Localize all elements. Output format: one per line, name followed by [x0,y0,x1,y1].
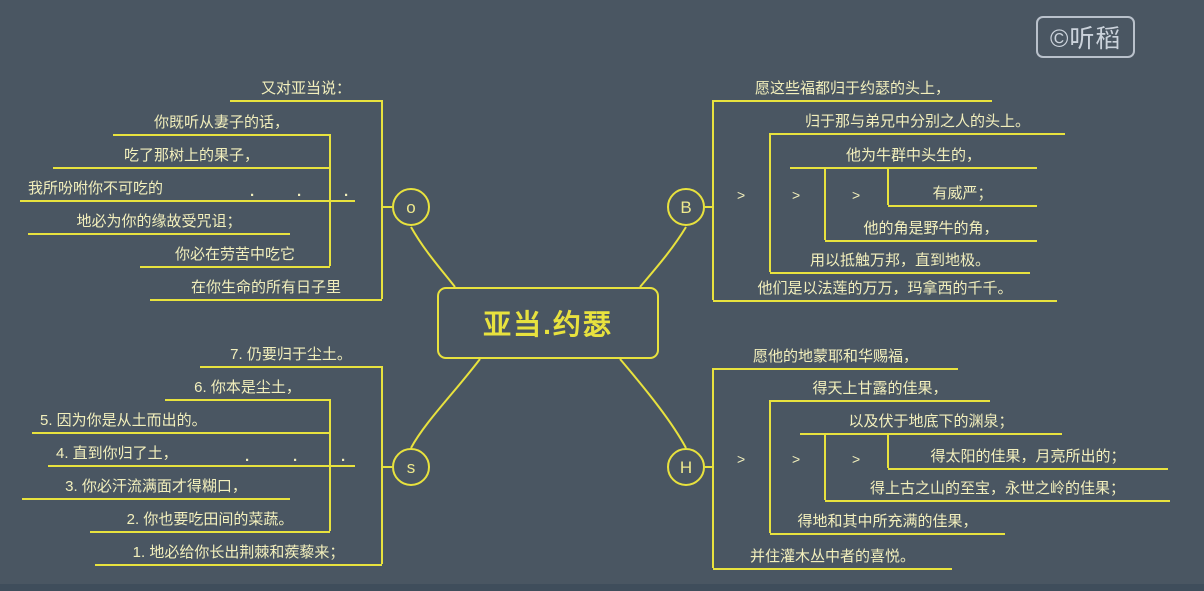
tr-collapse-chevron-3[interactable]: > [852,187,861,203]
topic-tl-5[interactable]: 地必为你的缘故受咒诅； [28,207,290,235]
curve-to-B [639,226,687,288]
branch-node-s[interactable]: s [392,448,430,486]
topic-tr-7[interactable]: 他们是以法莲的万万，玛拿西的千千。 [713,274,1057,302]
branch-node-B[interactable]: B [667,188,705,226]
topic-br-2[interactable]: 得天上甘露的佳果， [770,374,990,402]
bl-collapse-dot-2[interactable]: . [293,448,298,465]
br-collapse-chevron-3[interactable]: > [852,451,861,467]
branch-node-B-label: B [680,197,692,217]
topic-tr-4[interactable]: 有威严； [888,179,1037,207]
watermark-text: ©听稻 [1050,25,1122,53]
branch-node-s-label: s [406,457,416,477]
topic-br-3[interactable]: 以及伏于地底下的渊泉； [800,407,1062,435]
topic-tr-2[interactable]: 归于那与弟兄中分别之人的头上。 [770,107,1065,135]
topic-tl-4[interactable]: 我所吩咐你不可吃的 [20,174,355,202]
curve-to-o [410,226,456,288]
topic-bl-2[interactable]: 6. 你本是尘土， [165,373,330,401]
topic-bl-6[interactable]: 2. 你也要吃田间的菜蔬。 [90,505,330,533]
central-topic-title: 亚当.约瑟 [483,309,613,340]
topic-tl-2[interactable]: 你既听从妻子的话， [113,108,330,136]
topic-tl-1[interactable]: 又对亚当说： [230,74,382,102]
branch-node-H-label: H [679,457,693,477]
tr-collapse-chevron-2[interactable]: > [792,187,801,203]
topic-bl-3[interactable]: 5. 因为你是从土而出的。 [32,406,330,434]
central-topic[interactable]: 亚当.约瑟 [437,287,659,359]
topic-tr-5[interactable]: 他的角是野牛的角， [825,214,1037,242]
topic-bl-5[interactable]: 3. 你必汗流满面才得糊口， [22,472,290,500]
topic-br-4[interactable]: 得太阳的佳果，月亮所出的； [888,442,1168,470]
curve-to-s [410,358,481,449]
tl-collapse-dot-1[interactable]: . [250,183,255,200]
br-collapse-chevron-1[interactable]: > [737,451,746,467]
tl-collapse-dot-3[interactable]: . [344,183,349,200]
topic-tr-1[interactable]: 愿这些福都归于约瑟的头上， [713,74,992,102]
window-bottom-edge [0,584,1204,591]
topic-bl-1[interactable]: 7. 仍要归于尘土。 [200,340,382,368]
bl-collapse-dot-3[interactable]: . [341,448,346,465]
watermark-badge: ©听稻 [1036,16,1136,58]
topic-bl-4[interactable]: 4. 直到你归了土， [48,439,355,467]
topic-br-6[interactable]: 得地和其中所充满的佳果， [770,507,1005,535]
topic-br-5[interactable]: 得上古之山的至宝，永世之岭的佳果； [825,474,1170,502]
topic-tr-6[interactable]: 用以抵触万邦，直到地极。 [770,246,1030,274]
curve-to-H [619,358,687,449]
branch-node-o[interactable]: o [392,188,430,226]
br-collapse-chevron-2[interactable]: > [792,451,801,467]
tr-collapse-chevron-1[interactable]: > [737,187,746,203]
topic-br-7[interactable]: 并住灌木丛中者的喜悦。 [713,542,952,570]
branch-node-H[interactable]: H [667,448,705,486]
topic-bl-7[interactable]: 1. 地必给你长出荆棘和蒺藜来； [95,538,382,566]
bl-collapse-dot-1[interactable]: . [245,448,250,465]
topic-br-1[interactable]: 愿他的地蒙耶和华赐福， [713,342,958,370]
tl-collapse-dot-2[interactable]: . [297,183,302,200]
topic-tl-3[interactable]: 吃了那树上的果子， [53,141,330,169]
topic-tr-3[interactable]: 他为牛群中头生的， [790,141,1037,169]
topic-tl-7[interactable]: 在你生命的所有日子里 [150,273,382,301]
branch-node-o-label: o [406,197,416,217]
topic-tl-6[interactable]: 你必在劳苦中吃它 [140,240,330,268]
